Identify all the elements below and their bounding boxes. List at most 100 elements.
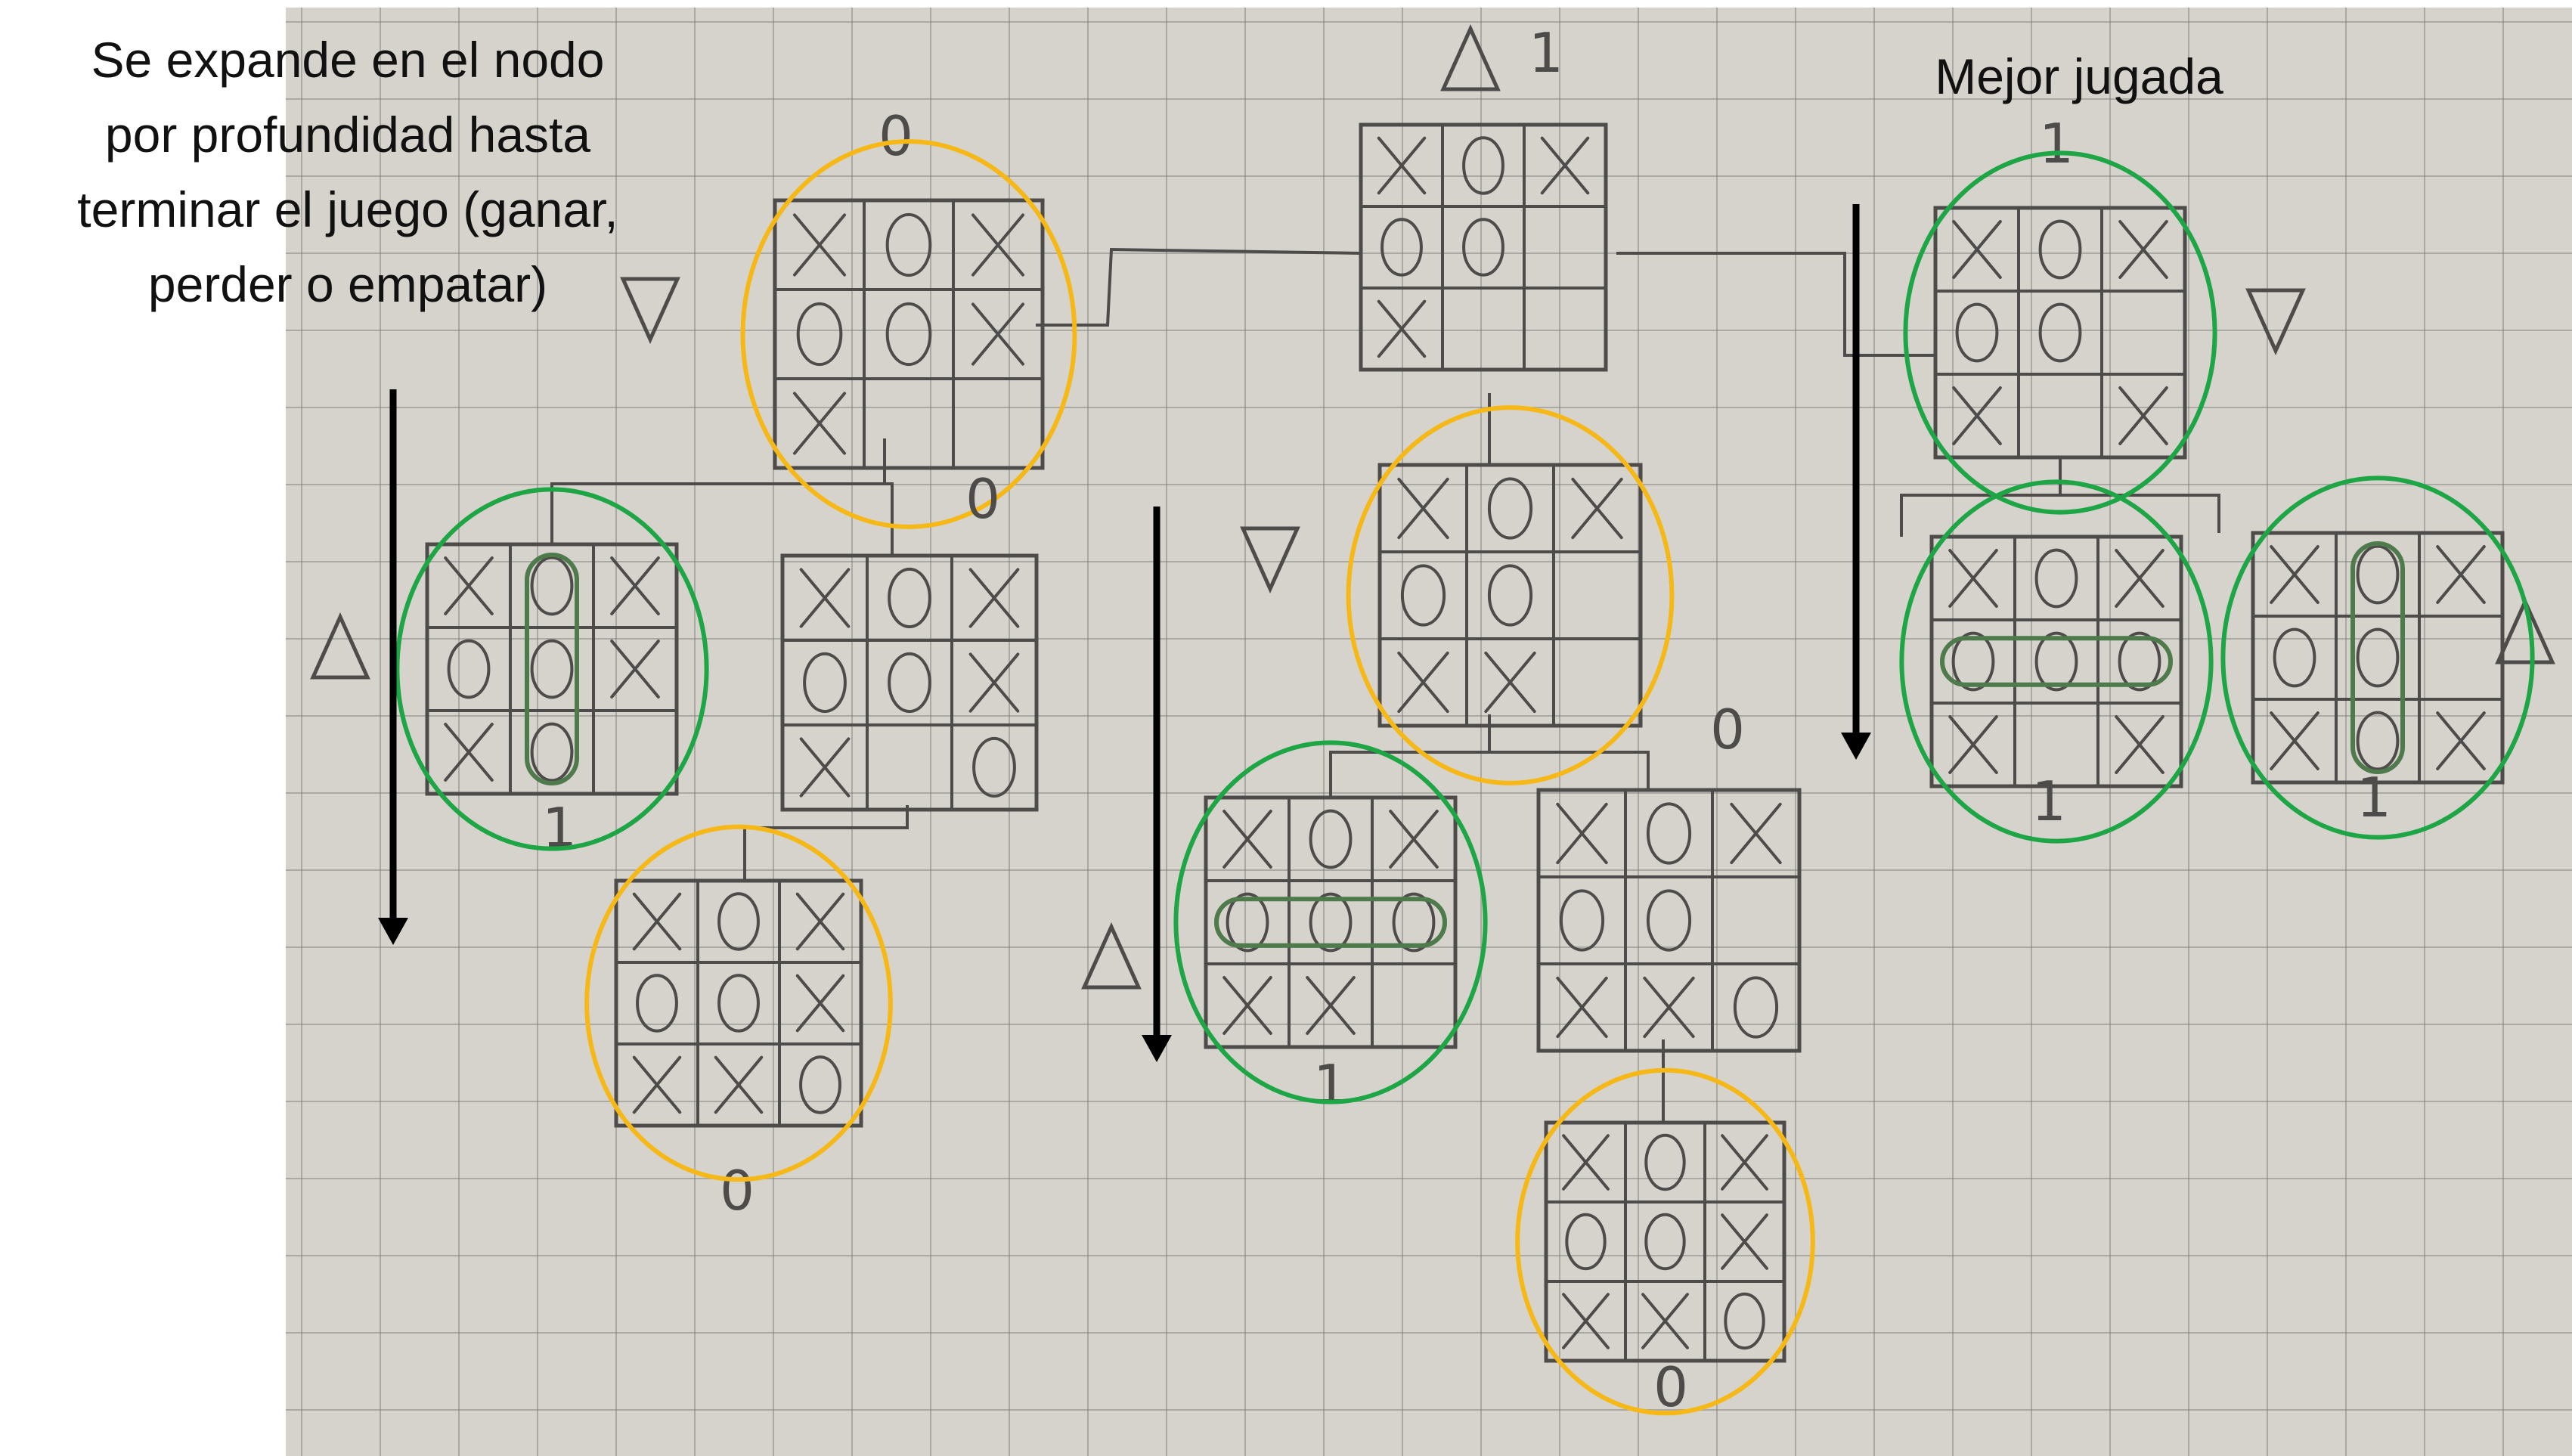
x-mark [2118, 386, 2168, 445]
board-node: 1 [1359, 21, 1608, 372]
winning-node-circle [2220, 476, 2535, 840]
x-mark [1721, 1134, 1768, 1191]
o-mark [1392, 892, 1436, 953]
depth-arrow [1142, 507, 1172, 1062]
node-value-label: 1 [2031, 770, 2066, 833]
node-value-label: 1 [2039, 112, 2074, 175]
o-mark [1400, 564, 1446, 627]
board-frame [614, 878, 863, 1128]
o-mark [2356, 627, 2400, 688]
x-mark [971, 302, 1025, 366]
x-mark [795, 892, 845, 951]
board-frame [1933, 206, 2187, 460]
board-frame [1929, 534, 2183, 788]
board-node: 0 [620, 104, 1045, 470]
o-mark [1646, 889, 1692, 952]
o-mark [2273, 627, 2316, 688]
tree-edge [885, 482, 894, 556]
x-mark [1721, 1213, 1768, 1270]
x-mark [610, 640, 660, 699]
tree-edge [1036, 247, 1362, 327]
x-mark [2270, 545, 2319, 604]
x-mark [1556, 802, 1608, 865]
board-node: 1 [2251, 531, 2555, 829]
o-mark [2038, 219, 2082, 280]
o-mark [796, 302, 843, 367]
winning-node-circle [1173, 740, 1488, 1104]
x-mark [444, 556, 494, 615]
node-value-label: 0 [879, 104, 913, 168]
caption-line: por profundidad hasta [104, 107, 591, 163]
x-mark [792, 213, 847, 277]
o-mark [885, 212, 932, 277]
depth-arrow [378, 389, 408, 945]
explored-node-circle [740, 139, 1077, 529]
win-line-marker [1940, 636, 2173, 687]
o-mark [888, 567, 931, 629]
x-mark [2436, 711, 2486, 770]
board-frame [1204, 795, 1458, 1049]
board-node: 1 [310, 542, 679, 860]
o-mark [1487, 477, 1533, 540]
x-mark [2118, 220, 2168, 279]
node-value-label: 0 [720, 1159, 755, 1222]
board-frame [425, 542, 679, 796]
x-mark [2270, 711, 2319, 770]
board-frame [1377, 463, 1643, 728]
o-mark [530, 556, 574, 616]
x-mark [1397, 477, 1449, 540]
caption-line: terminar el juego (ganar, [77, 181, 618, 237]
x-mark [632, 1055, 682, 1114]
triangle-down-icon [2245, 288, 2306, 356]
o-mark [530, 722, 574, 782]
tree-edge [550, 438, 886, 544]
x-mark [795, 974, 845, 1033]
tree-edge [1616, 252, 1935, 357]
o-mark [2034, 631, 2078, 692]
caption-line: Se expande en el nodo [91, 32, 605, 88]
tree-edge [743, 805, 909, 881]
o-mark [1226, 892, 1269, 953]
x-mark [1948, 549, 1998, 608]
o-mark [636, 974, 678, 1033]
x-mark [1306, 976, 1356, 1035]
node-value-label: 0 [1710, 698, 1745, 761]
x-mark [1397, 651, 1449, 714]
board-frame [780, 553, 1039, 812]
x-mark [1484, 651, 1536, 714]
node-value-label: 1 [1313, 1053, 1348, 1117]
x-mark [632, 892, 682, 951]
x-mark [714, 1055, 764, 1114]
winning-node-circle [1903, 150, 2217, 515]
x-mark [2436, 545, 2486, 604]
x-mark [1222, 976, 1272, 1035]
x-mark [1540, 136, 1590, 195]
o-mark [885, 302, 932, 367]
triangle-down-icon [1240, 526, 1300, 594]
tree-edge [1900, 457, 2062, 537]
x-mark [2115, 715, 2165, 774]
o-mark [1559, 889, 1605, 952]
node-value-label: 0 [1653, 1355, 1688, 1419]
o-mark [1646, 802, 1692, 865]
triangle-up-icon [310, 612, 370, 680]
x-mark [1571, 477, 1623, 540]
x-mark [1952, 220, 2002, 279]
o-mark [972, 736, 1016, 798]
o-mark [803, 652, 847, 714]
board-node: 1 [1933, 112, 2306, 460]
o-mark [799, 1055, 841, 1114]
x-mark [799, 568, 851, 628]
winning-node-circle [1899, 479, 2214, 844]
x-mark [1643, 976, 1695, 1039]
x-mark [1377, 136, 1427, 195]
board-node: 0 [1544, 1120, 1786, 1419]
graph-paper-background [286, 8, 2572, 1456]
winning-node-circle [395, 487, 709, 851]
o-mark [1487, 564, 1533, 627]
board-frame [1544, 1120, 1786, 1363]
board-node: 1 [1081, 795, 1458, 1117]
x-mark [1556, 976, 1608, 1039]
win-line-marker [1214, 897, 1447, 948]
